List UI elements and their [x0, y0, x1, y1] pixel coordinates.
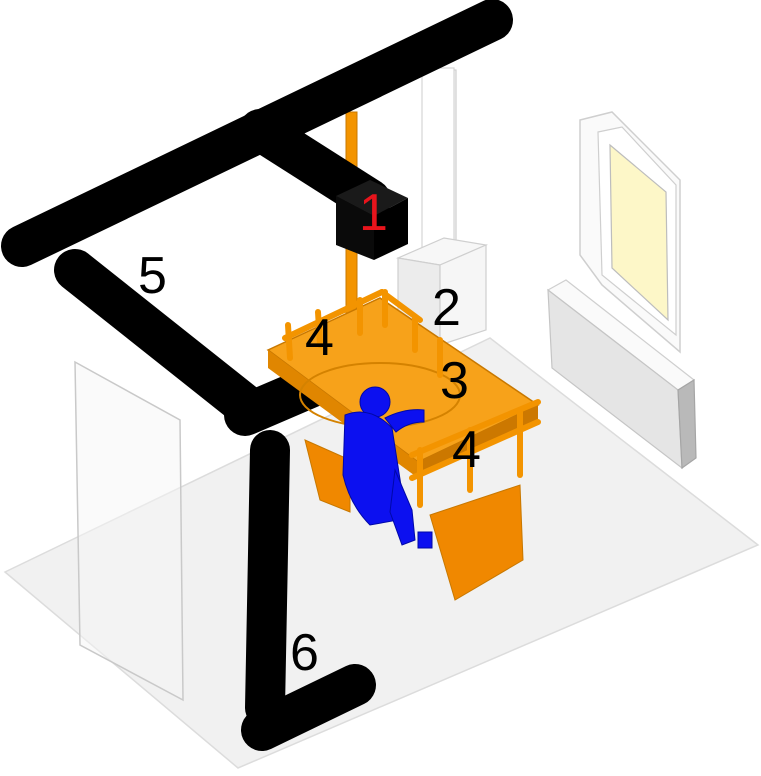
label-unit-1: 1: [359, 184, 388, 242]
radiator: [546, 279, 697, 470]
floor: [3, 337, 760, 769]
label-railing-4-top: 4: [305, 309, 334, 367]
unit-one-box: [336, 180, 408, 260]
column-unit: [395, 67, 489, 346]
glass-panel: [74, 360, 184, 702]
label-railing-4-right: 4: [452, 421, 481, 479]
orange-panel-left: [304, 439, 351, 513]
label-platform-3: 3: [440, 352, 469, 410]
orange-railings: [282, 289, 541, 508]
label-duct-6: 6: [290, 624, 319, 682]
window: [579, 111, 681, 354]
window-glass: [609, 143, 669, 322]
seated-person: [342, 386, 433, 549]
orange-panel-right: [429, 484, 524, 601]
label-duct-5: 5: [138, 247, 167, 305]
label-column-2: 2: [432, 279, 461, 337]
